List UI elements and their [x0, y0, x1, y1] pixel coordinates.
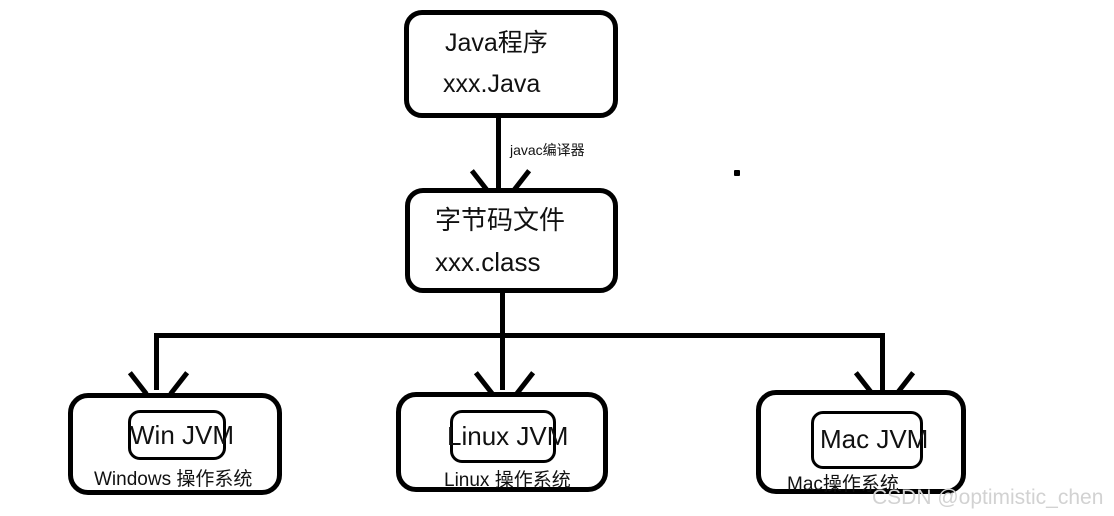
java-source-filename: xxx.Java [443, 70, 541, 98]
bytecode-title: 字节码文件 [435, 205, 566, 235]
node-bytecode-file: 字节码文件 xxx.class [405, 188, 618, 293]
jvm-linux-label: Linux JVM [447, 421, 569, 451]
node-os-mac: Mac JVM Mac操作系统 [756, 390, 966, 494]
edge-branch-bus [154, 333, 885, 338]
node-jvm-mac [811, 411, 923, 469]
watermark-text: CSDN @optimistic_chen [872, 486, 1104, 509]
edge-compile-label: javac编译器 [510, 142, 585, 158]
jvm-windows-label: Win JVM [130, 420, 234, 450]
os-windows-label: Windows 操作系统 [94, 469, 253, 490]
edge-compile-line [496, 118, 501, 188]
edge-bytecode-stem [500, 293, 505, 335]
os-mac-label: Mac操作系统 [787, 474, 899, 495]
jvm-mac-label: Mac JVM [820, 424, 929, 454]
node-os-windows: Win JVM Windows 操作系统 [68, 393, 282, 495]
stray-dot-artifact [734, 170, 740, 176]
node-os-linux: Linux JVM Linux 操作系统 [396, 392, 608, 492]
node-jvm-windows [128, 410, 226, 460]
edge-branch-left-line [154, 333, 159, 390]
node-jvm-linux [450, 410, 556, 463]
edge-branch-middle-line [500, 333, 505, 390]
java-source-title: Java程序 [445, 29, 548, 57]
bytecode-filename: xxx.class [435, 247, 541, 277]
edge-branch-right-line [880, 333, 885, 390]
node-java-source: Java程序 xxx.Java [404, 10, 618, 118]
os-linux-label: Linux 操作系统 [444, 470, 571, 491]
